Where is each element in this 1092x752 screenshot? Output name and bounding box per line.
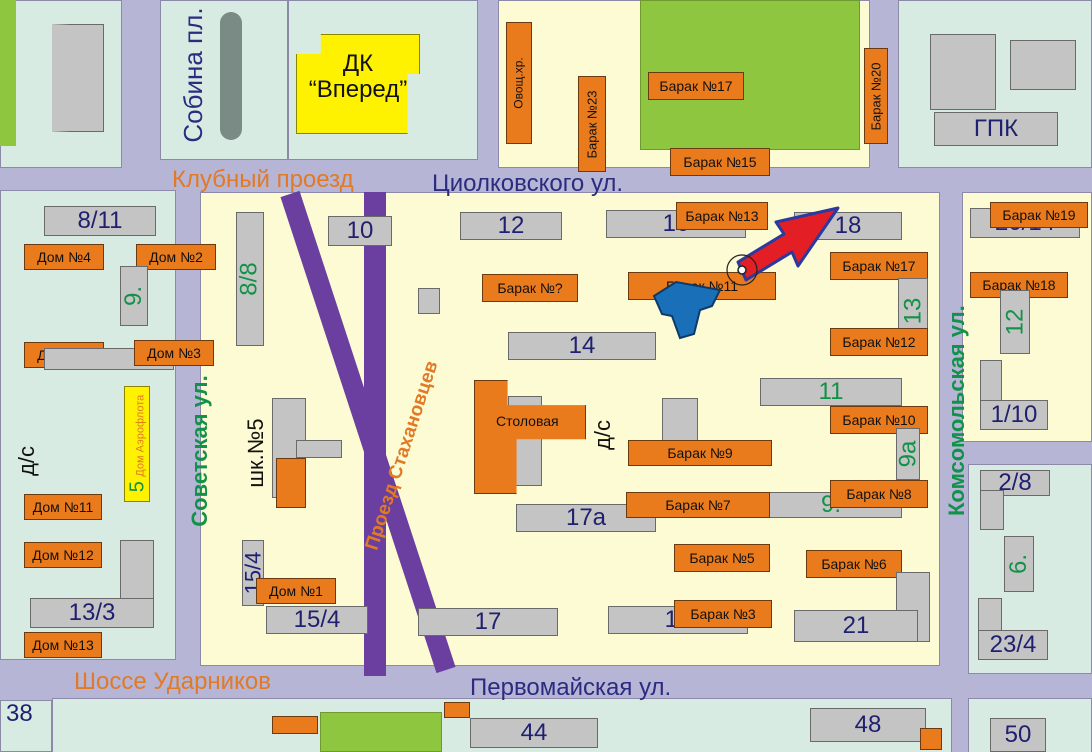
- park-bottom: [320, 712, 442, 752]
- ds-left-label: д/с: [13, 446, 39, 476]
- building-21: 21: [794, 610, 918, 642]
- building-9-left: 9.: [120, 266, 148, 326]
- barrack-17-top: Барак №17: [648, 72, 744, 100]
- building-school-5-wing: [296, 440, 342, 458]
- house-1: Дом №1: [256, 578, 336, 604]
- building-gpk: ГПК: [934, 112, 1058, 146]
- barrack-8: Барак №8: [830, 480, 928, 508]
- house-4: Дом №4: [24, 244, 104, 270]
- barrack-bottom-3: [920, 728, 942, 750]
- num-13: 13: [898, 297, 926, 325]
- building-2-8: 2/8: [980, 470, 1050, 496]
- barrack-23: Барак №23: [578, 76, 606, 172]
- building-6: 6.: [1004, 536, 1034, 592]
- building-17: 17: [418, 608, 558, 636]
- kindergarten-left: д/с: [4, 446, 50, 476]
- dk-line1: ДК: [342, 50, 374, 77]
- barrack-17-right: Барак №17: [830, 252, 928, 280]
- kindergarten-center: д/с: [590, 420, 615, 450]
- barrack-bottom-1: [272, 716, 318, 734]
- building-8-11: 8/11: [44, 206, 156, 236]
- street-tsiolkovskogo: Циолковского ул.: [432, 170, 624, 197]
- num-6: 6.: [1004, 553, 1032, 575]
- house-12: Дом №12: [24, 542, 102, 568]
- building-school-5-orange: [276, 458, 306, 508]
- barrack-19: Барак №19: [990, 202, 1088, 228]
- dom-aeroflota-num: 5: [126, 481, 149, 493]
- building-9a: 9а: [894, 428, 922, 480]
- building-small-square: [418, 288, 440, 314]
- num-11: 11: [818, 378, 844, 405]
- building-11: 11: [760, 378, 902, 406]
- building-23-4: 23/4: [978, 630, 1048, 660]
- dk-vpered: ДК “Вперед”: [296, 34, 420, 134]
- building-9-bracket: [662, 398, 698, 448]
- barrack-11: Барак №11: [628, 272, 776, 300]
- building-10: 10: [328, 216, 392, 246]
- green-strip: [0, 0, 16, 146]
- barrack-6: Барак №6: [806, 550, 902, 578]
- building-13-3: 13/3: [30, 598, 154, 628]
- barrack-9: Барак №9: [628, 440, 772, 466]
- num-8-8: 8/8: [236, 262, 263, 296]
- dk-line2: “Вперед”: [308, 76, 408, 104]
- building-2-8-v: [980, 490, 1004, 530]
- building-12: 12: [460, 212, 562, 240]
- num-12-right: 12: [1000, 308, 1028, 336]
- building-top-right-1: [930, 34, 996, 110]
- block-bottom-left: [0, 700, 52, 752]
- stolovaya-label: Столовая: [496, 413, 559, 429]
- barrack-3: Барак №3: [674, 600, 772, 628]
- house-2: Дом №2: [136, 244, 216, 270]
- num-9-left: 9.: [119, 285, 147, 307]
- building-bracket-top-left: [52, 24, 104, 132]
- house-13: Дом №13: [24, 632, 102, 658]
- ovoshch-label: Овощ.хр.: [512, 57, 526, 109]
- barrack-20: Барак №20: [864, 48, 888, 144]
- street-pervomayskaya: Первомайская ул.: [470, 674, 672, 701]
- school-5-label: шк.№5: [243, 418, 268, 488]
- barrack-13: Барак №13: [676, 202, 768, 230]
- street-klubny: Клубный проезд: [172, 166, 354, 193]
- building-14: 14: [508, 332, 656, 360]
- sobina-label: Собина пл.: [178, 7, 208, 143]
- barrack-5: Барак №5: [674, 544, 770, 572]
- stakhanovtsev-route: [364, 192, 386, 676]
- building-8-8: 8/8: [236, 212, 264, 346]
- barrack-unknown: Барак №?: [482, 274, 578, 302]
- dom-aeroflota-label: 5 Дом Аэрофлота: [127, 386, 150, 502]
- building-44: 44: [470, 718, 598, 748]
- street-komsomolskaya: Комсомольская ул.: [944, 305, 969, 516]
- dom-aeroflota: 5 Дом Аэрофлота: [124, 386, 150, 502]
- house-3: Дом №3: [134, 340, 214, 366]
- dom-aeroflota-text: Дом Аэрофлота: [134, 394, 147, 477]
- barrack-23-label: Барак №23: [584, 90, 600, 158]
- barrack-15: Барак №15: [670, 148, 770, 176]
- barrack-7: Барак №7: [626, 492, 770, 518]
- building-12-right: 12: [1000, 290, 1030, 354]
- building-15-4: 15/4: [266, 606, 368, 634]
- building-50: 50: [990, 718, 1046, 752]
- barrack-bottom-2: [444, 702, 470, 718]
- barrack-12: Барак №12: [830, 328, 928, 356]
- ovoshch-storage: Овощ.хр.: [506, 22, 532, 144]
- street-udarnikov: Шоссе Ударников: [74, 668, 271, 695]
- street-sovetskaya: Советская ул.: [187, 375, 212, 527]
- building-48: 48: [810, 708, 926, 742]
- building-18: 18: [794, 212, 902, 240]
- barrack-20-label: Барак №20: [868, 62, 884, 130]
- house-11: Дом №11: [24, 494, 102, 520]
- park-top: [640, 0, 860, 150]
- num-9a: 9а: [894, 440, 922, 468]
- num-38: 38: [6, 700, 33, 727]
- sobina-square-strip: [220, 12, 242, 140]
- building-1-10: 1/10: [980, 400, 1048, 430]
- building-top-right-2: [1010, 40, 1076, 90]
